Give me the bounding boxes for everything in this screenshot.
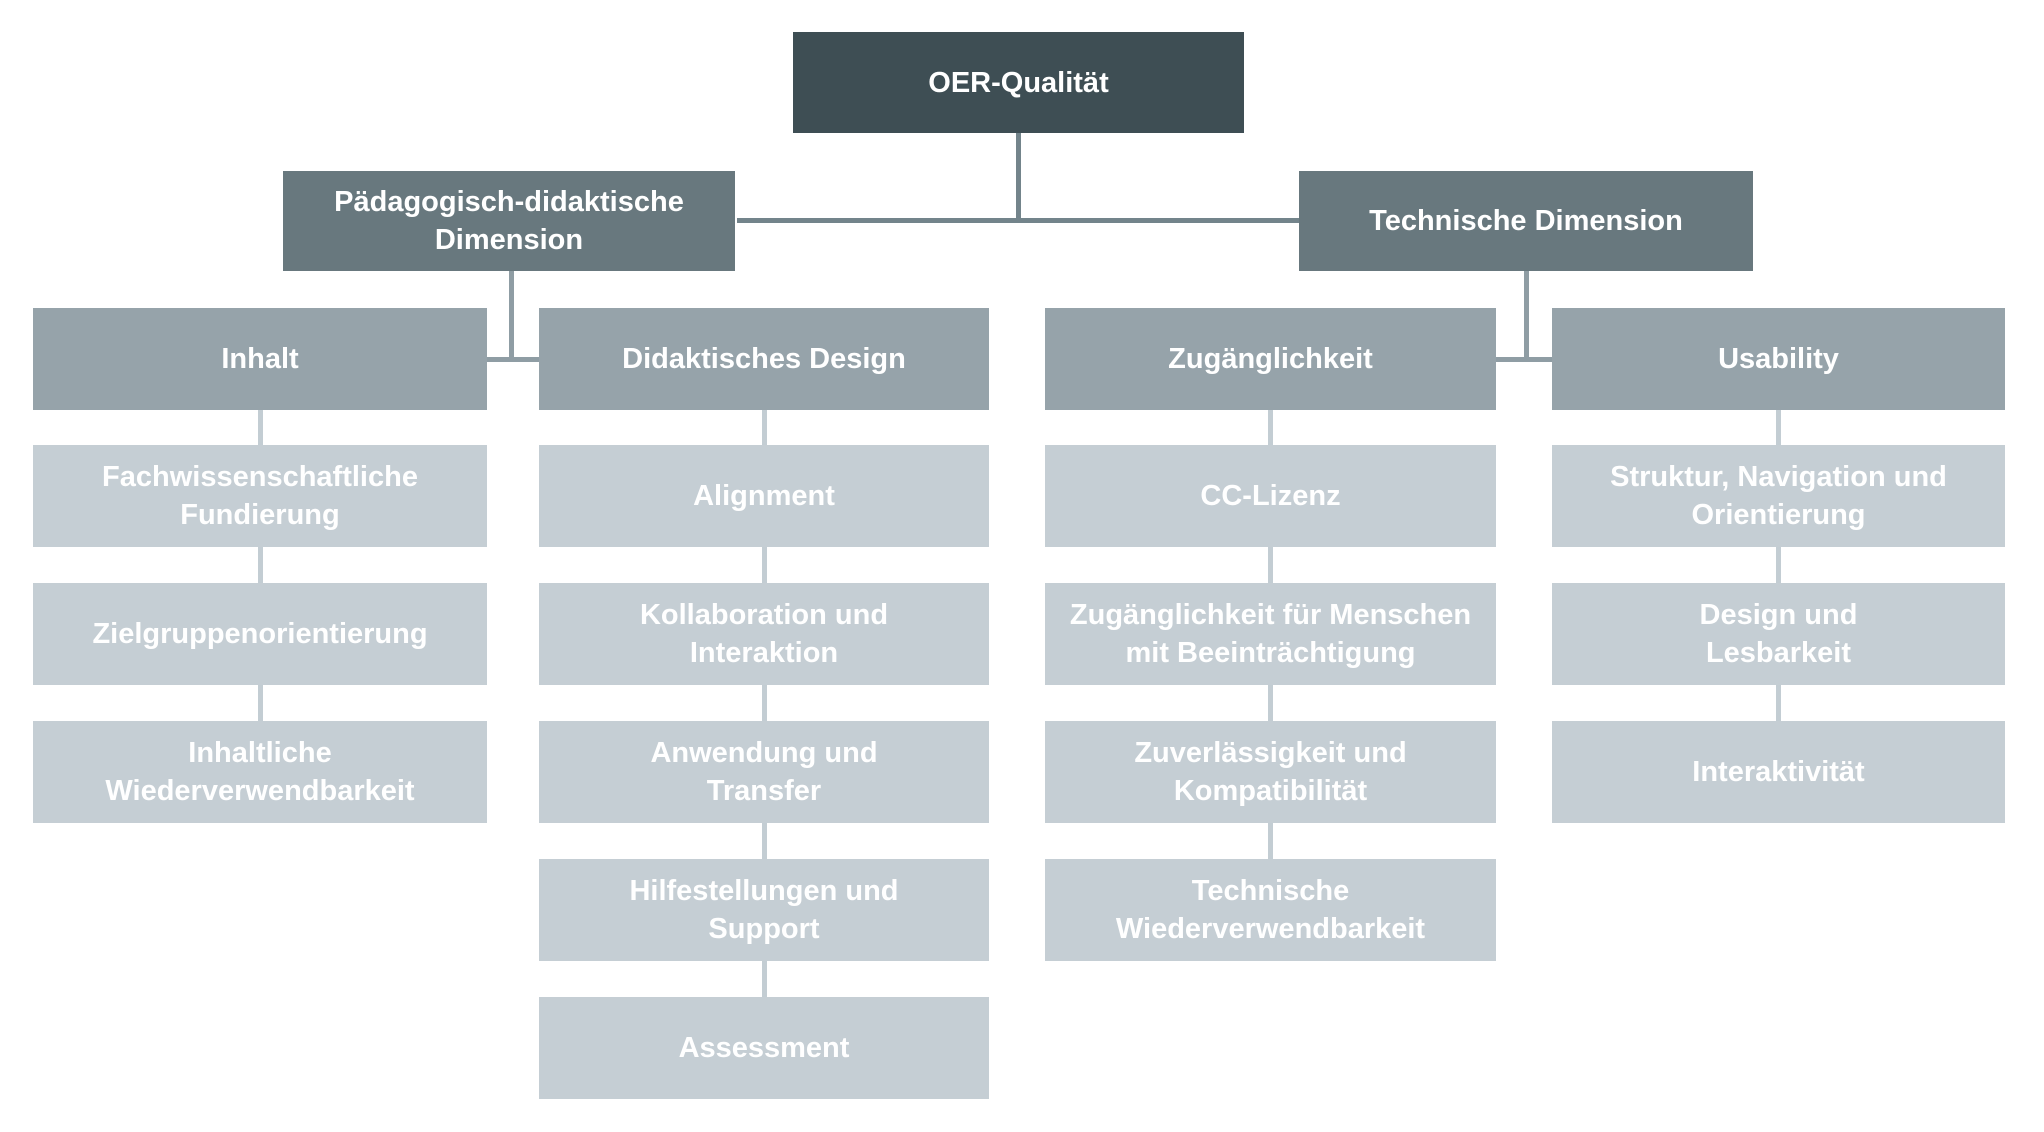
item-node-technische-wiederverwendbarkeit: Technische Wiederverwendbarkeit [1045,859,1496,961]
connector-paedagogisch-vertical [509,271,514,362]
connector-usability-2 [1776,685,1781,721]
item-node-kollaboration-und-interaktion: Kollaboration und Interaktion [539,583,989,685]
connector-didaktisches-design-4 [762,961,767,997]
connector-zugaenglichkeit-1 [1268,547,1273,583]
item-node-design-und-lesbarkeit: Design und Lesbarkeit [1552,583,2005,685]
connector-root-vertical [1016,133,1021,223]
item-node-assessment: Assessment [539,997,989,1099]
root-node-oer-qualitaet: OER-Qualität [793,32,1244,133]
item-node-struktur-navigation-und-orientierung: Struktur, Navigation und Orientierung [1552,445,2005,547]
connector-usability-1 [1776,547,1781,583]
item-node-inhaltliche-wiederverwendbarkeit: Inhaltliche Wiederverwendbarkeit [33,721,487,823]
category-node-usability: Usability [1552,308,2005,410]
item-node-alignment: Alignment [539,445,989,547]
dimension-node-technisch: Technische Dimension [1299,171,1753,271]
connector-technisch-horizontal [1496,357,1552,362]
connector-didaktisches-design-3 [762,823,767,859]
connector-inhalt-2 [258,685,263,721]
item-node-fachwissenschaftliche-fundierung: Fachwissenschaftliche Fundierung [33,445,487,547]
item-node-zielgruppenorientierung: Zielgruppenorientierung [33,583,487,685]
dimension-node-paedagogisch-didaktisch: Pädagogisch-didaktische Dimension [283,171,735,271]
connector-root-horizontal [737,218,1299,223]
connector-didaktisches-design-0 [762,409,767,445]
connector-inhalt-1 [258,547,263,583]
connector-usability-0 [1776,409,1781,445]
item-node-zugaenglichkeit-fuer-menschen-mit-beeintraechtigung: Zugänglichkeit für Menschen mit Beeinträ… [1045,583,1496,685]
connector-paedagogisch-horizontal [487,357,539,362]
connector-didaktisches-design-2 [762,685,767,721]
item-node-cc-lizenz: CC-Lizenz [1045,445,1496,547]
item-node-interaktivitaet: Interaktivität [1552,721,2005,823]
connector-zugaenglichkeit-2 [1268,685,1273,721]
category-node-inhalt: Inhalt [33,308,487,410]
item-node-zuverlaessigkeit-und-kompatibilitaet: Zuverlässigkeit und Kompatibilität [1045,721,1496,823]
connector-zugaenglichkeit-0 [1268,409,1273,445]
connector-inhalt-0 [258,409,263,445]
connector-zugaenglichkeit-3 [1268,823,1273,859]
category-node-zugaenglichkeit: Zugänglichkeit [1045,308,1496,410]
connector-didaktisches-design-1 [762,547,767,583]
item-node-hilfestellungen-und-support: Hilfestellungen und Support [539,859,989,961]
category-node-didaktisches-design: Didaktisches Design [539,308,989,410]
connector-technisch-vertical [1524,271,1529,362]
item-node-anwendung-und-transfer: Anwendung und Transfer [539,721,989,823]
